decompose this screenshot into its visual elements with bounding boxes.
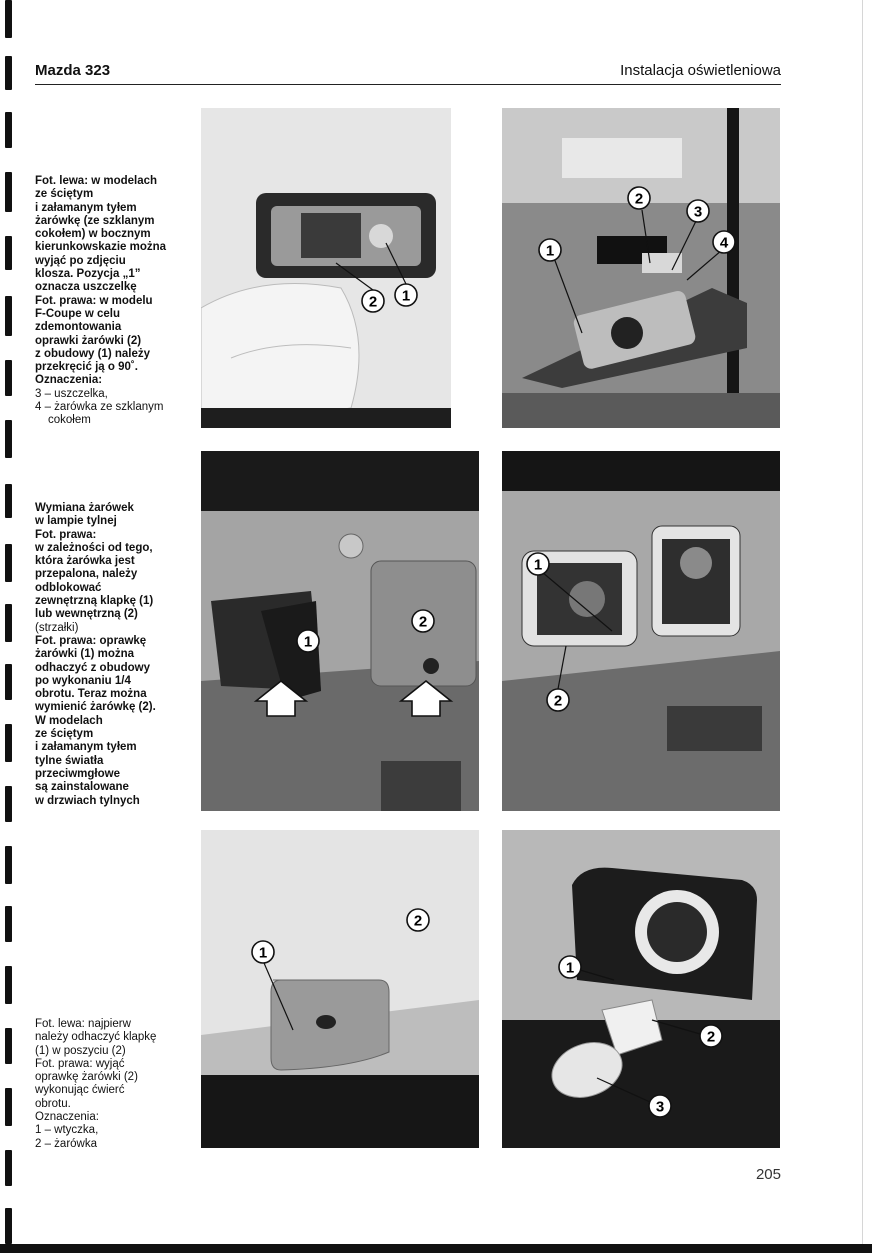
caption-line: z obudowy (1) należy	[35, 347, 151, 360]
svg-text:1: 1	[259, 945, 267, 962]
caption-line: Fot. prawa:	[35, 528, 97, 541]
photo-fog-lamp-flap: 2 1	[201, 830, 479, 1148]
photo-fog-lamp-bulb: 1 2 3	[502, 830, 780, 1148]
caption-line: żarówkę (ze szklanym	[35, 214, 155, 227]
caption-line: (1) w poszyciu (2)	[35, 1044, 126, 1057]
svg-text:4: 4	[720, 235, 729, 252]
callout-2: 2	[699, 1024, 723, 1048]
caption-line: Oznaczenia:	[35, 1111, 99, 1124]
caption-line: Fot. prawa: oprawkę	[35, 634, 147, 647]
caption-line: oznacza uszczelkę	[35, 281, 137, 294]
caption-line: Fot. lewa: w modelach	[35, 175, 158, 187]
caption-line: w zależności od tego,	[35, 541, 153, 554]
caption-line: odblokować	[35, 581, 102, 594]
svg-text:2: 2	[414, 913, 422, 930]
caption-line: należy odhaczyć klapkę	[35, 1031, 157, 1044]
caption-line: i załamanym tyłem	[35, 741, 137, 754]
caption-line: zdemontowania	[35, 321, 122, 334]
caption-line: cokołem	[48, 414, 91, 427]
caption-line: 4 – żarówka ze szklanym	[35, 401, 164, 414]
svg-text:3: 3	[656, 1099, 664, 1116]
header-title: Mazda 323	[35, 62, 111, 79]
header-section: Instalacja oświetleniowa	[620, 62, 781, 79]
caption-line: wykonując ćwierć	[35, 1084, 125, 1097]
caption-line: ze ściętym	[35, 188, 94, 201]
photo-tail-lamp-holder: 1 2	[502, 451, 780, 811]
caption-line: Oznaczenia:	[35, 374, 103, 387]
svg-text:2: 2	[635, 191, 643, 208]
callout-2: 2	[406, 908, 430, 932]
callout-3: 3	[686, 199, 710, 223]
callout-1: 1	[558, 955, 582, 979]
callout-1: 1	[296, 629, 320, 653]
callout-1: 1	[526, 552, 550, 576]
svg-text:3: 3	[694, 204, 702, 221]
page-header: Mazda 323 Instalacja oświetleniowa	[35, 60, 781, 85]
callout-2: 2	[546, 688, 570, 712]
callout-2: 2	[627, 186, 651, 210]
caption-line: obrotu. Teraz można	[35, 688, 147, 701]
svg-text:2: 2	[554, 693, 562, 710]
caption-line: przepalona, należy	[35, 568, 138, 581]
callout-2: 2	[411, 609, 435, 633]
caption-line: Fot. prawa: wyjąć	[35, 1057, 125, 1070]
caption-line: odhaczyć z obudowy	[35, 661, 151, 674]
caption-line: kierunkowskazie można	[35, 241, 167, 254]
page-edge-rule	[862, 0, 863, 1253]
svg-text:1: 1	[566, 960, 574, 977]
caption-line: która żarówka jest	[35, 555, 135, 568]
caption-line: i załamanym tyłem	[35, 201, 137, 214]
caption-line: oprawkę żarówki (2)	[35, 1071, 138, 1084]
caption-line: wyjąć po zdjęciu	[35, 254, 126, 267]
caption-line: tylne światła	[35, 754, 104, 767]
caption-line: po wykonaniu 1/4	[35, 674, 131, 687]
caption-line: wymienić żarówkę (2).	[35, 701, 156, 714]
caption-line: Fot. lewa: najpierw	[35, 1018, 131, 1030]
caption-line: Fot. prawa: w modelu	[35, 294, 153, 307]
callout-1: 1	[251, 940, 275, 964]
caption-line: w lampie tylnej	[35, 515, 117, 528]
caption-line: oprawki żarówki (2)	[35, 334, 142, 347]
caption-line: 2 – żarówka	[35, 1137, 98, 1150]
caption-line: 1 – wtyczka,	[35, 1124, 99, 1137]
caption-line: F-Coupe w celu	[35, 307, 120, 320]
caption-line: cokołem) w bocznym	[35, 228, 151, 241]
svg-text:2: 2	[419, 614, 427, 631]
svg-text:1: 1	[304, 634, 312, 651]
caption-line: Wymiana żarówek	[35, 502, 134, 514]
svg-text:1: 1	[546, 243, 554, 260]
callout-3: 3	[648, 1094, 672, 1118]
caption-line: są zainstalowane	[35, 781, 129, 794]
caption-line: obrotu.	[35, 1097, 71, 1110]
caption-line: przekręcić ją o 90˚.	[35, 361, 138, 374]
caption-line: ze ściętym	[35, 728, 94, 741]
caption-line: W modelach	[35, 714, 103, 727]
caption-line: żarówki (1) można	[35, 648, 135, 661]
photo-tail-lamp-flaps: 1 2	[201, 451, 479, 811]
bottom-border	[0, 1244, 872, 1253]
page-number: 205	[755, 1166, 781, 1183]
svg-text:1: 1	[534, 557, 542, 574]
callout-1: 1	[394, 283, 418, 307]
photo-side-indicator: 2 1	[201, 108, 451, 428]
svg-text:2: 2	[369, 294, 377, 311]
caption-line: zewnętrzną klapkę (1)	[35, 595, 154, 608]
caption-line: przeciwmgłowe	[35, 767, 120, 780]
caption-line: (strzałki)	[35, 621, 79, 634]
svg-text:1: 1	[402, 288, 410, 305]
photo-fcoupe-bulb-holder: 1 2 3 4	[502, 108, 780, 428]
callout-2: 2	[361, 289, 385, 313]
caption-line: lub wewnętrzną (2)	[35, 608, 138, 621]
caption-line: 3 – uszczelka,	[35, 387, 108, 400]
callout-4: 4	[712, 230, 736, 254]
callout-1: 1	[538, 238, 562, 262]
caption-line: w drzwiach tylnych	[35, 794, 140, 807]
svg-text:2: 2	[707, 1029, 715, 1046]
caption-line: klosza. Pozycja „1”	[35, 268, 141, 281]
binding-marks	[0, 0, 14, 1253]
